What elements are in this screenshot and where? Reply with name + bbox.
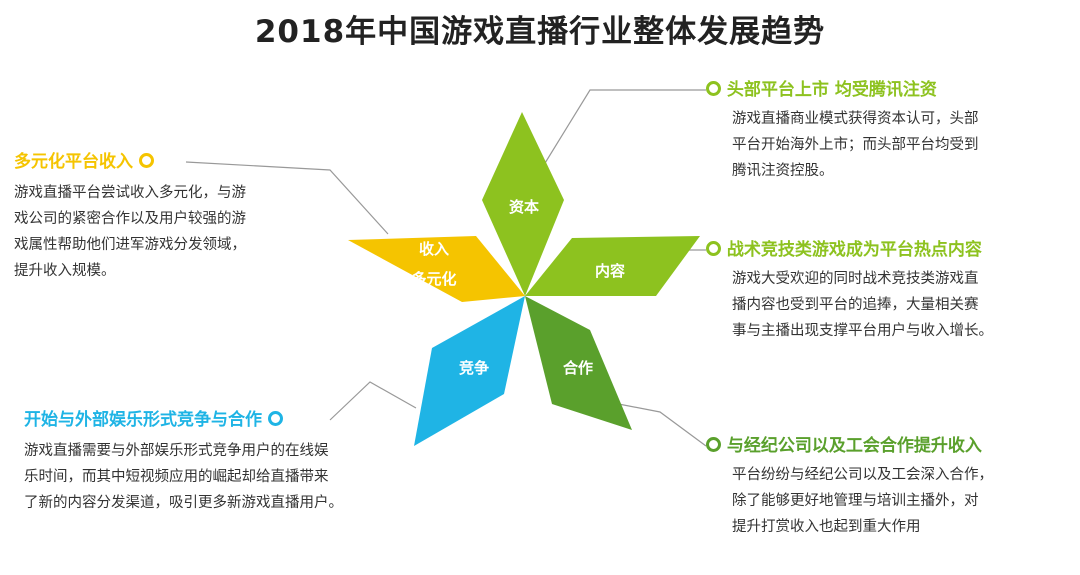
block-agency: 与经纪公司以及工会合作提升收入 平台纷纷与经纪公司以及工会深入合作， 除了能够更… <box>706 434 1076 540</box>
desc-income: 游戏直播平台尝试收入多元化，与游 戏公司的紧密合作以及用户较强的游 戏属性帮助他… <box>14 185 246 279</box>
block-tactics: 战术竞技类游戏成为平台热点内容 游戏大受欢迎的同时战术竞技类游戏直 播内容也受到… <box>706 238 1076 344</box>
petal-capital <box>482 112 564 296</box>
block-income: 多元化平台收入 游戏直播平台尝试收入多元化，与游 戏公司的紧密合作以及用户较强的… <box>14 150 344 284</box>
circle-marker-icon <box>706 241 721 256</box>
connector-income <box>185 161 389 235</box>
block-listing: 头部平台上市 均受腾讯注资 游戏直播商业模式获得资本认可，头部 平台开始海外上市… <box>706 78 1066 184</box>
circle-marker-icon <box>267 411 283 426</box>
circle-marker-icon <box>706 437 721 452</box>
petal-label-cooperation: 合作 <box>562 359 593 377</box>
connector-capital <box>541 89 706 169</box>
petal-income <box>348 236 525 302</box>
desc-tactics: 游戏大受欢迎的同时战术竞技类游戏直 播内容也受到平台的追捧，大量相关赛 事与主播… <box>732 271 993 339</box>
page-title: 2018年中国游戏直播行业整体发展趋势 <box>254 14 826 50</box>
circle-marker-icon <box>706 81 721 96</box>
petal-cooperation <box>525 296 632 430</box>
petal-label-content: 内容 <box>595 262 625 280</box>
petal-content <box>525 236 700 296</box>
heading-listing: 头部平台上市 均受腾讯注资 <box>706 78 1066 102</box>
petal-label-capital: 资本 <box>509 198 539 216</box>
circle-marker-icon <box>138 153 154 168</box>
petal-label-competition: 竞争 <box>459 359 489 377</box>
connector-competition <box>329 381 417 421</box>
petal-competition <box>414 296 525 446</box>
block-competition: 开始与外部娱乐形式竞争与合作 游戏直播需要与外部娱乐形式竞争用户的在线娱 乐时间… <box>24 408 444 516</box>
heading-agency: 与经纪公司以及工会合作提升收入 <box>706 434 1076 458</box>
heading-income: 多元化平台收入 <box>14 150 344 174</box>
desc-competition: 游戏直播需要与外部娱乐形式竞争用户的在线娱 乐时间，而其中短视频应用的崛起却给直… <box>24 443 343 511</box>
heading-tactics: 战术竞技类游戏成为平台热点内容 <box>706 238 1076 262</box>
petal-label-income-1: 收入 <box>419 240 449 258</box>
desc-agency: 平台纷纷与经纪公司以及工会深入合作， 除了能够更好地管理与培训主播外，对 提升打… <box>732 467 993 535</box>
desc-listing: 游戏直播商业模式获得资本认可，头部 平台开始海外上市；而头部平台均受到 腾讯注资… <box>732 111 979 179</box>
heading-competition: 开始与外部娱乐形式竞争与合作 <box>24 408 444 432</box>
petal-label-income-2: 多元化 <box>411 270 456 288</box>
